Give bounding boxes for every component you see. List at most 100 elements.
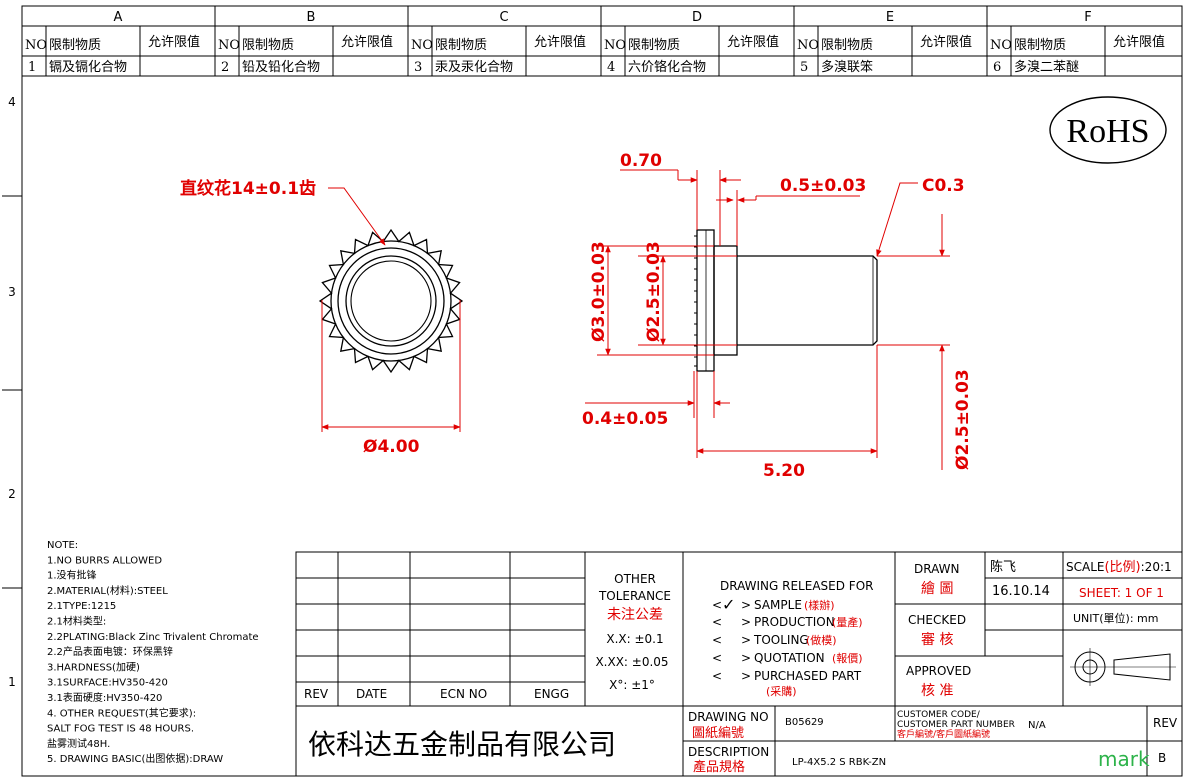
dim-knurl: 直纹花14±0.1齿 bbox=[180, 178, 316, 199]
checked-label: CHECKED bbox=[908, 613, 966, 627]
opt-tooling-cn: (做模) bbox=[806, 633, 837, 647]
substance-name: 汞及汞化合物 bbox=[435, 60, 513, 75]
dim-05: 0.5±0.03 bbox=[780, 176, 866, 196]
substance-no-header: NO bbox=[411, 38, 433, 53]
drawing-frame bbox=[2, 5, 1183, 777]
substance-no-header: NO bbox=[218, 38, 240, 53]
note-line: 3.1SURFACE:HV350-420 bbox=[47, 678, 168, 689]
substance-name: 多溴二苯醚 bbox=[1014, 59, 1079, 75]
released-for: DRAWING RELEASED FOR bbox=[720, 579, 873, 593]
opt-prod-gt: > bbox=[741, 615, 751, 629]
dim-520: 5.20 bbox=[763, 461, 805, 481]
tol-ang: X°: ±1° bbox=[609, 678, 655, 692]
substance-header: 限制物质 bbox=[821, 38, 873, 53]
col-d: D bbox=[692, 10, 702, 25]
scale-label: SCALE(比例):20:1 bbox=[1066, 560, 1172, 575]
title-block bbox=[295, 551, 1183, 777]
rev-header: REV bbox=[304, 687, 329, 701]
opt-purchased[interactable]: PURCHASED PART bbox=[754, 669, 862, 683]
tol-cn: 未注公差 bbox=[607, 607, 663, 623]
sheet-label: SHEET: 1 OF 1 bbox=[1079, 586, 1164, 600]
front-view bbox=[318, 228, 464, 374]
substance-no: 3 bbox=[414, 60, 422, 75]
substance-header: 限制物质 bbox=[628, 38, 680, 53]
substance-no-header: NO bbox=[604, 38, 626, 53]
substance-no: 1 bbox=[28, 60, 36, 75]
col-a: A bbox=[114, 10, 123, 25]
note-line: 2.2产品表面电镀：环保黑锌 bbox=[47, 645, 173, 658]
opt-quote-gt: > bbox=[741, 651, 751, 665]
substance-header: 限制物质 bbox=[242, 38, 294, 53]
substance-no-header: NO bbox=[797, 38, 819, 53]
limit-header: 允许限值 bbox=[1113, 34, 1165, 50]
dwgno-label: DRAWING NO bbox=[688, 710, 769, 724]
checked-cn: 審 核 bbox=[921, 632, 953, 648]
col-f: F bbox=[1084, 10, 1091, 25]
opt-tool-lt: < bbox=[712, 633, 722, 647]
opt-tool-gt: > bbox=[741, 633, 751, 647]
note-line: 2.1TYPE:1215 bbox=[47, 601, 116, 612]
check-icon: ✓ bbox=[722, 595, 735, 614]
note-line: 1.NO BURRS ALLOWED bbox=[47, 555, 162, 566]
row-4: 4 bbox=[8, 95, 16, 109]
rohs-text: RoHS bbox=[1066, 113, 1149, 150]
substance-name: 六价铬化合物 bbox=[628, 59, 706, 75]
desc-label: DESCRIPTION bbox=[688, 745, 769, 759]
note-line: 2.1材料类型: bbox=[47, 615, 106, 628]
title-block-text: REV DATE ECN NO ENGG OTHER TOLERANCE 未注公… bbox=[304, 559, 1178, 775]
rohs-badge: RoHS bbox=[1049, 96, 1167, 164]
side-view bbox=[694, 229, 878, 372]
desc-value: LP-4X5.2 S RBK-ZN bbox=[792, 757, 886, 768]
opt-sample-gt: > bbox=[741, 598, 751, 612]
drawer-name: 陈飞 bbox=[990, 559, 1016, 575]
desc-cn: 產品規格 bbox=[693, 759, 745, 775]
note-line: 3.1表面硬度:HV350-420 bbox=[47, 691, 162, 704]
opt-quotation-cn: (報價) bbox=[832, 651, 863, 665]
unit-label: UNIT(單位): mm bbox=[1073, 611, 1158, 625]
opt-sample-lt: < bbox=[712, 598, 722, 612]
substance-name: 铅及铅化合物 bbox=[242, 60, 320, 75]
substance-no: 5 bbox=[800, 60, 808, 75]
customer-cn: 客戶編號/客戶圖紙編號 bbox=[897, 728, 990, 740]
substance-no: 6 bbox=[993, 60, 1001, 75]
limit-header: 允许限值 bbox=[341, 34, 393, 50]
dwgno-value: B05629 bbox=[785, 717, 824, 728]
opt-purchased-cn: (采購) bbox=[766, 684, 797, 698]
customer-label-2: CUSTOMER PART NUMBER bbox=[897, 720, 1015, 730]
limit-header: 允许限值 bbox=[148, 34, 200, 50]
note-line: 5. DRAWING BASIC(出图依据):DRAW bbox=[47, 752, 223, 765]
mark-text: mark bbox=[1098, 747, 1150, 771]
engg-header: ENGG bbox=[534, 687, 569, 701]
note-line: SALT FOG TEST IS 48 HOURS. bbox=[47, 724, 194, 735]
opt-production[interactable]: PRODUCTION bbox=[754, 615, 835, 629]
substance-no: 4 bbox=[607, 60, 615, 75]
drawn-date: 16.10.14 bbox=[992, 584, 1050, 599]
date-header: DATE bbox=[356, 687, 387, 701]
opt-quotation[interactable]: QUOTATION bbox=[754, 651, 825, 665]
tol-other: OTHER bbox=[614, 572, 656, 586]
dim-d25b: Ø2.5±0.03 bbox=[953, 369, 973, 470]
drawn-cn: 繪 圖 bbox=[921, 580, 953, 597]
knurl-teeth bbox=[318, 228, 464, 374]
dim-d25a: Ø2.5±0.03 bbox=[644, 241, 664, 342]
customer-value: N/A bbox=[1028, 720, 1046, 731]
substance-header: 限制物质 bbox=[435, 38, 487, 53]
dwgno-cn: 圖紙編號 bbox=[692, 725, 744, 741]
tol-x: X.X: ±0.1 bbox=[606, 632, 663, 646]
customer-label: CUSTOMER CODE/ bbox=[897, 710, 981, 720]
column-labels: A B C D E F bbox=[114, 10, 1092, 25]
note-line: 盐雾测试48H. bbox=[47, 737, 110, 750]
dimension-text: 直纹花14±0.1齿 Ø4.00 0.70 0.5±0.03 C0.3 Ø3.0… bbox=[180, 151, 973, 481]
dim-c03: C0.3 bbox=[922, 176, 965, 196]
row-1: 1 bbox=[8, 675, 16, 689]
opt-production-cn: (量產) bbox=[832, 615, 863, 629]
substance-header: 限制物质 bbox=[49, 38, 101, 53]
opt-sample-cn: (樣辦) bbox=[804, 598, 835, 612]
opt-tooling[interactable]: TOOLING bbox=[753, 633, 809, 647]
opt-sample[interactable]: SAMPLE bbox=[754, 598, 802, 612]
note-line: 4. OTHER REQUEST(其它要求): bbox=[47, 706, 196, 719]
dim-04: 0.4±0.05 bbox=[582, 409, 668, 429]
opt-prod-lt: < bbox=[712, 615, 722, 629]
col-c: C bbox=[499, 10, 508, 25]
